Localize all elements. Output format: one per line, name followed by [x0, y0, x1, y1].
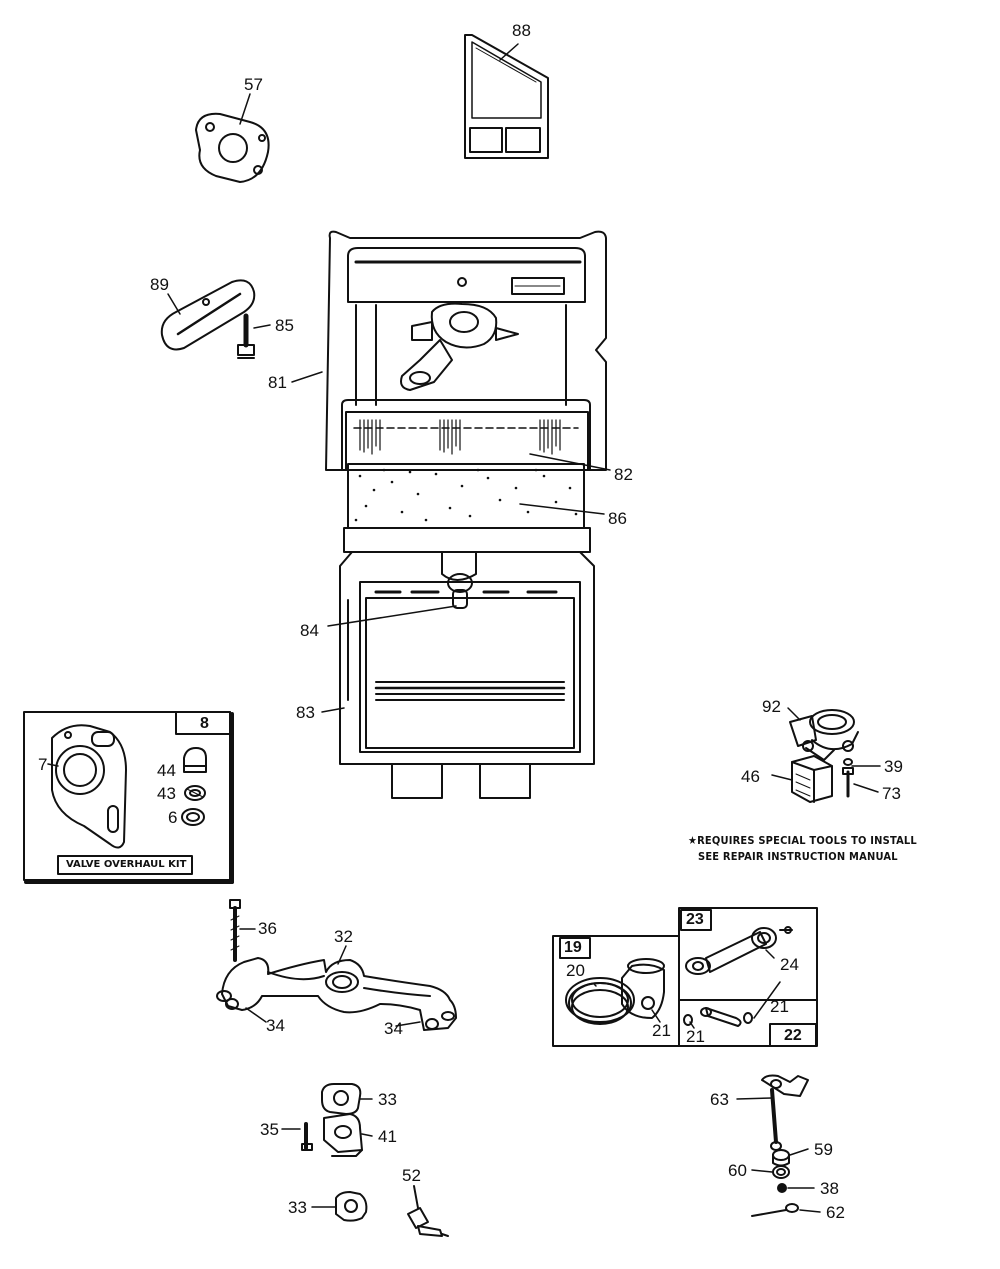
box-number-19: 19 [564, 939, 582, 956]
callout-20: 20 [566, 961, 585, 980]
kit-label: VALVE OVERHAUL KIT [66, 859, 187, 870]
part-32-manifold [216, 957, 457, 1031]
callout-60: 60 [728, 1161, 747, 1180]
part-86-filter [347, 463, 585, 529]
callout-6: 6 [168, 808, 178, 827]
part-35-bolt [281, 1122, 313, 1151]
callout-85: 85 [275, 316, 294, 335]
part-88-cover [464, 34, 549, 159]
callout-33-lower: 33 [288, 1198, 307, 1217]
part-83-cover [339, 527, 595, 799]
callout-21-rod-right: 21 [770, 997, 789, 1016]
part-89-plate [160, 279, 256, 351]
part-52-sparkplug [407, 1185, 449, 1237]
part-81-base [325, 230, 607, 471]
special-tools-note: ★REQUIRES SPECIAL TOOLS TO INSTALL [688, 834, 917, 847]
callout-81: 81 [268, 373, 287, 392]
part-85-bolt [237, 313, 255, 359]
callout-24: 24 [780, 955, 799, 974]
callout-59: 59 [814, 1140, 833, 1159]
repair-manual-note: SEE REPAIR INSTRUCTION MANUAL [698, 850, 898, 863]
callout-88: 88 [512, 21, 531, 40]
part-57-gasket [195, 112, 270, 183]
callout-41: 41 [378, 1127, 397, 1146]
callout-7: 7 [38, 755, 48, 774]
callout-32: 32 [334, 927, 353, 946]
callout-83: 83 [296, 703, 315, 722]
callout-46: 46 [741, 767, 760, 786]
callout-52: 52 [402, 1166, 421, 1185]
leader-lines [47, 43, 881, 1213]
callout-62: 62 [826, 1203, 845, 1222]
part-63-governor [751, 1074, 809, 1217]
callout-34-right: 34 [384, 1019, 403, 1038]
callout-82: 82 [614, 465, 633, 484]
callout-43: 43 [157, 784, 176, 803]
callout-84: 84 [300, 621, 319, 640]
part-84-knob [441, 551, 477, 609]
box-number-8: 8 [200, 715, 209, 732]
box-8-kit [23, 711, 234, 884]
callout-21-piston: 21 [652, 1021, 671, 1040]
part-41-spacer [323, 1113, 363, 1157]
callout-36: 36 [258, 919, 277, 938]
box-23-rod [678, 907, 818, 1047]
callout-21-rod-left: 21 [686, 1027, 705, 1046]
callout-73: 73 [882, 784, 901, 803]
callout-34-left: 34 [266, 1016, 285, 1035]
box-number-23: 23 [686, 911, 704, 928]
box-number-22: 22 [784, 1027, 802, 1044]
callout-92: 92 [762, 697, 781, 716]
part-82-precleaner [341, 399, 591, 471]
callout-35: 35 [260, 1120, 279, 1139]
part-33-gasket-lower [335, 1191, 368, 1222]
callout-89: 89 [150, 275, 169, 294]
callout-33-upper: 33 [378, 1090, 397, 1109]
callout-63: 63 [710, 1090, 729, 1109]
callout-38: 38 [820, 1179, 839, 1198]
part-36-bolt [229, 899, 241, 962]
callout-57: 57 [244, 75, 263, 94]
part-33-gasket-upper [321, 1083, 362, 1115]
part-92-group [789, 709, 859, 803]
callout-44: 44 [157, 761, 176, 780]
callout-86: 86 [608, 509, 627, 528]
callout-39: 39 [884, 757, 903, 776]
